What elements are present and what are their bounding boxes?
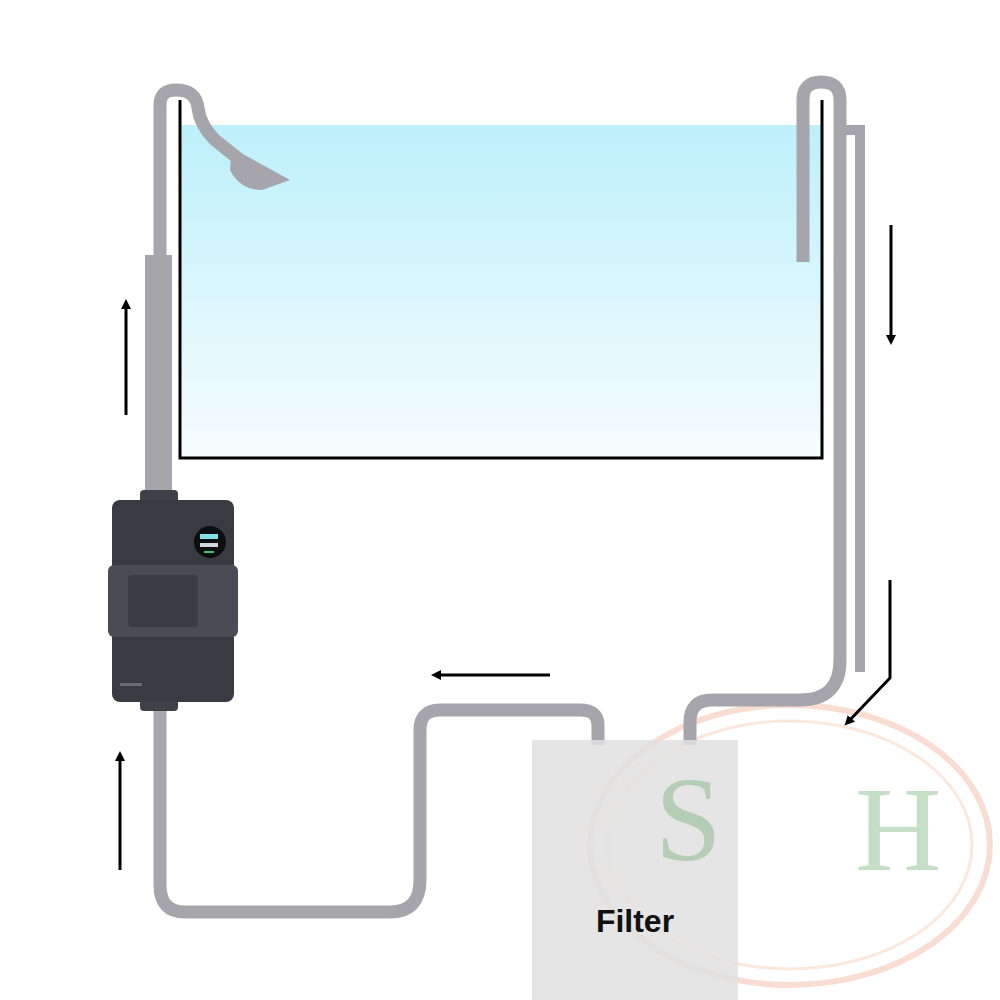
return-pipe (145, 255, 172, 500)
watermark-letter: S (655, 760, 722, 880)
intake-pipe (845, 130, 860, 672)
inline-heater (108, 490, 238, 711)
outlet-nozzle (230, 148, 290, 190)
watermark-letter: H (855, 770, 942, 890)
water (181, 125, 821, 457)
node-label: Filter (596, 903, 674, 940)
return-pipe (160, 90, 240, 260)
tank-outline (180, 100, 822, 458)
flow-arrows (120, 225, 891, 870)
intake-pipe (690, 82, 840, 745)
